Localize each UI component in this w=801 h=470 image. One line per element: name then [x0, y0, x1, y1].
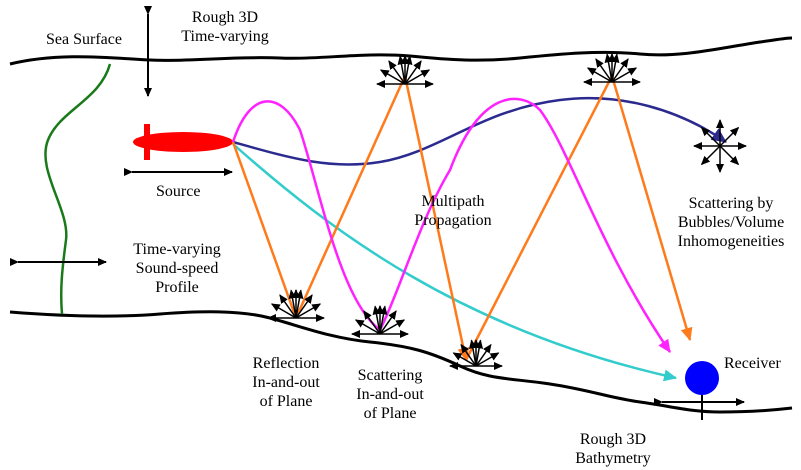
direct-path-navy [232, 96, 727, 166]
scatter-arrow [379, 305, 388, 335]
scatter-arrow [295, 294, 313, 319]
sea-surface-line [9, 36, 793, 66]
receiver-sphere [685, 361, 719, 395]
scatter-arrow [379, 319, 406, 335]
scatter-arrow [295, 303, 322, 319]
reflection-line3: of Plane [259, 393, 313, 410]
multipath-label: Multipath Propagation [398, 192, 508, 230]
scatter-arrow [354, 319, 381, 335]
multipath-magenta [231, 97, 672, 353]
surface-scatter-fan-2 [583, 53, 641, 86]
scatter-fans [267, 53, 747, 370]
scatter-arrow [611, 58, 629, 83]
reflection-line2: In-and-out [252, 374, 320, 391]
surface-scatter-fan-1 [376, 55, 434, 88]
scatter-arrow [279, 294, 297, 319]
scatter-arrow [452, 352, 477, 367]
scatter-arrow [397, 55, 406, 85]
ssp-line1: Time-varying [133, 241, 221, 258]
bubbles-line3: Inhomogeneities [677, 233, 785, 250]
bathymetry-label: Rough 3D Bathymetry [558, 430, 668, 468]
scatter-arrow [475, 343, 492, 367]
source-submarine [133, 124, 233, 160]
scatter-arrow [404, 69, 431, 85]
scattering-line1: Scattering [357, 367, 423, 384]
scattering-label: Scattering In-and-out of Plane [340, 366, 440, 423]
multipath-orange [231, 75, 693, 361]
scatter-arrow [295, 289, 304, 319]
scatter-arrow [372, 305, 381, 335]
reflection-line1: Reflection [252, 355, 320, 372]
scatter-arrow [270, 303, 297, 319]
scatter-arrow [460, 343, 477, 367]
bottom-scatter-fan-1 [267, 289, 325, 322]
source-label: Source [156, 183, 201, 200]
bubbles-line2: Bubbles/Volume [677, 214, 785, 231]
scatter-arrow [586, 67, 613, 83]
scatter-arrow [611, 67, 638, 83]
scatter-arrow [719, 145, 740, 166]
scattering-line3: of Plane [363, 405, 417, 422]
scatter-arrow [288, 289, 297, 319]
scatter-arrow [595, 58, 613, 83]
multipath-line1: Multipath [421, 193, 485, 210]
direct-path-cyan [232, 143, 677, 382]
rough-surface-line1: Rough 3D [191, 9, 259, 26]
sea-floor-line [9, 310, 793, 414]
volume-scatter-star [693, 119, 747, 173]
scatter-arrow [719, 126, 740, 147]
ssp-line3: Profile [155, 279, 199, 296]
receiver-label: Receiver [724, 355, 781, 372]
scatter-arrow [475, 352, 500, 367]
scatter-arrow [363, 310, 381, 335]
ssp-label: Time-varying Sound-speed Profile [122, 240, 232, 297]
bathymetry-line1: Rough 3D [579, 431, 647, 448]
ssp-line2: Sound-speed [135, 260, 219, 277]
scatter-arrow [379, 69, 406, 85]
scattering-line2: In-and-out [356, 386, 424, 403]
bubbles-label: Scattering by Bubbles/Volume Inhomogenei… [668, 194, 794, 251]
scatter-arrow [379, 310, 397, 335]
rough-surface-line2: Time-varying [181, 28, 269, 45]
multipath-line2: Propagation [414, 212, 492, 229]
bottom-scatter-fan-3 [449, 339, 503, 370]
scatter-arrow [700, 126, 721, 147]
scatter-arrow [604, 53, 613, 83]
sea-surface-label: Sea Surface [46, 31, 122, 48]
scatter-arrow [404, 55, 413, 85]
scatter-arrow [404, 60, 422, 85]
rough-surface-label: Rough 3D Time-varying [170, 8, 280, 46]
sound-speed-profile-curve [44, 63, 112, 315]
scatter-arrow [700, 145, 721, 166]
scatter-arrow [388, 60, 406, 85]
scatter-arrow [611, 53, 620, 83]
scatter-arrow [475, 339, 484, 367]
bathymetry-line2: Bathymetry [575, 450, 651, 467]
bubbles-line1: Scattering by [688, 195, 774, 212]
bottom-scatter-fan-2 [351, 305, 409, 338]
reflection-label: Reflection In-and-out of Plane [236, 354, 336, 411]
